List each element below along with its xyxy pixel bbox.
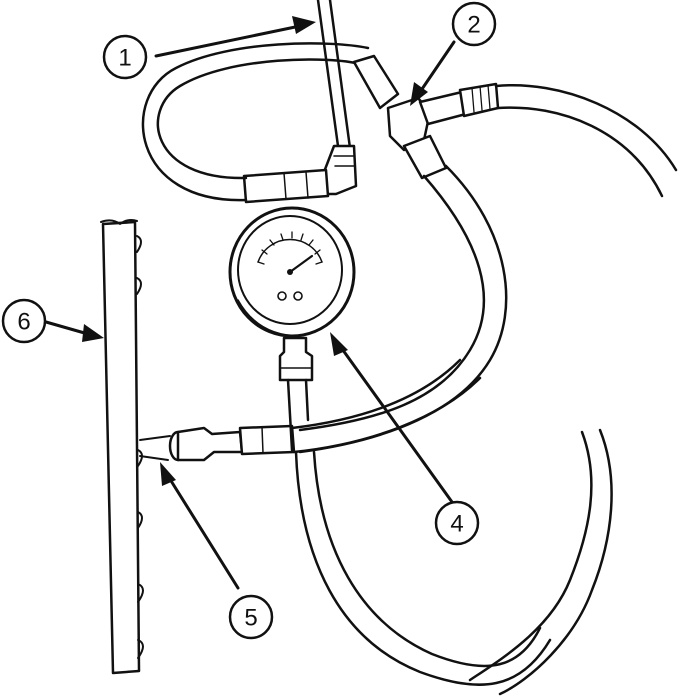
fuel-rail (100, 219, 144, 675)
svg-text:2: 2 (467, 12, 480, 39)
callout-5: 5 (228, 594, 274, 640)
callout-4: 4 (434, 500, 480, 546)
gauge-supply-hose (278, 336, 552, 686)
svg-text:5: 5 (244, 605, 257, 632)
svg-text:6: 6 (17, 309, 30, 336)
fuel-pressure-gauge (228, 206, 356, 338)
svg-text:1: 1 (118, 45, 131, 72)
callout-6: 6 (1, 298, 47, 344)
tee-fitting (386, 82, 500, 180)
callout-2: 2 (451, 1, 497, 47)
fuel-rail-test-port (139, 424, 296, 462)
fuel-supply-line (141, 0, 400, 204)
callout-leaders (44, 16, 456, 590)
outlet-hoses (298, 84, 678, 696)
callout-1: 1 (102, 34, 148, 80)
svg-text:4: 4 (450, 511, 463, 538)
